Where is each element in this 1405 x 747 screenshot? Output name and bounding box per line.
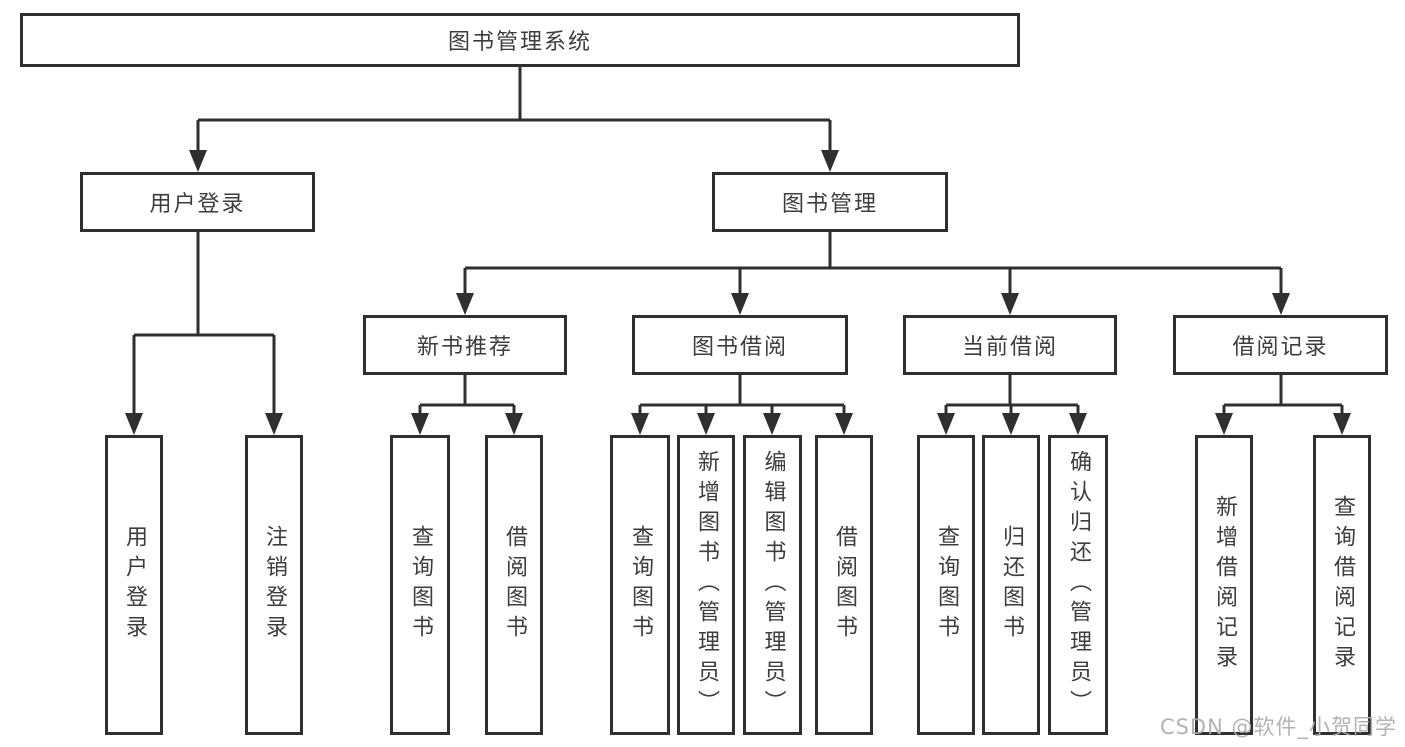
node-borrow-records: 借阅记录 <box>1173 315 1388 375</box>
leaf-borrow-books: 借阅图书 <box>815 435 873 735</box>
connector-userlogin-to-leaves <box>125 232 283 435</box>
leaf-borrow-books-recommend: 借阅图书 <box>485 435 543 735</box>
leaf-logout: 注销登录 <box>245 435 303 735</box>
leaf-user-login: 用户登录 <box>105 435 163 735</box>
connector-currentborrow-to-leaves <box>937 375 1087 435</box>
csdn-watermark: CSDN @软件_小贺同学 <box>1159 715 1397 739</box>
node-book-management: 图书管理 <box>712 172 948 232</box>
node-book-borrow: 图书借阅 <box>632 315 848 375</box>
leaf-edit-book-admin: 编辑图书（管理员） <box>743 435 802 735</box>
connector-bookborrow-to-leaves <box>631 375 853 435</box>
node-library-management-system: 图书管理系统 <box>20 13 1020 67</box>
connector-newbook-to-leaves <box>411 375 523 435</box>
leaf-query-books-borrow: 查询图书 <box>610 435 670 735</box>
leaf-add-borrow-record: 新增借阅记录 <box>1195 435 1253 735</box>
connector-bookmgmt-to-level3 <box>456 232 1290 315</box>
node-current-borrow: 当前借阅 <box>903 315 1117 375</box>
node-new-book-recommend: 新书推荐 <box>363 315 567 375</box>
leaf-add-book-admin: 新增图书（管理员） <box>677 435 735 735</box>
connector-borrowrecords-to-leaves <box>1215 375 1351 435</box>
leaf-query-books-current: 查询图书 <box>917 435 975 735</box>
node-user-login: 用户登录 <box>80 172 315 232</box>
leaf-query-books-recommend: 查询图书 <box>390 435 450 735</box>
connector-root-to-level2 <box>189 67 839 172</box>
leaf-query-borrow-record: 查询借阅记录 <box>1313 435 1371 735</box>
leaf-return-book: 归还图书 <box>982 435 1040 735</box>
leaf-confirm-return-admin: 确认归还（管理员） <box>1048 435 1108 735</box>
